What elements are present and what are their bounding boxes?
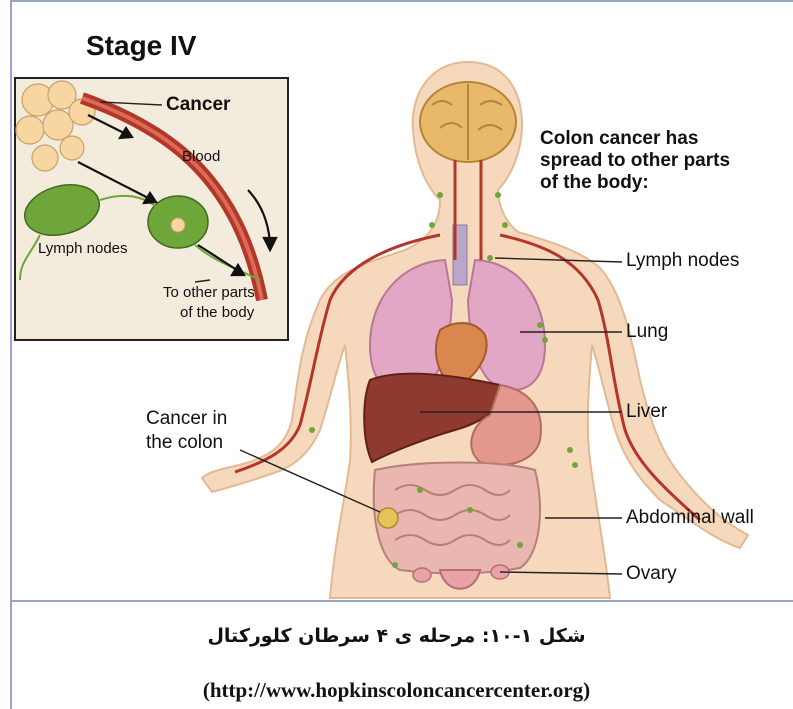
- stage-title: Stage IV: [86, 30, 196, 62]
- figure-caption-source: (http://www.hopkinscoloncancercenter.org…: [0, 678, 793, 703]
- label-abdominal-wall: Abdominal wall: [626, 507, 754, 529]
- label-lung: Lung: [626, 321, 668, 343]
- inset-blood-label: Blood: [182, 148, 220, 165]
- label-lymph-nodes: Lymph nodes: [626, 250, 739, 272]
- inset-lymph-nodes-label: Lymph nodes: [38, 240, 128, 257]
- label-the-colon: the colon: [146, 432, 223, 454]
- spread-headline: Colon cancer has spread to other parts o…: [540, 128, 790, 194]
- inset-cancer-label: Cancer: [166, 94, 230, 116]
- inset-to-other-parts-label: To other parts: [163, 284, 255, 301]
- label-cancer-in: Cancer in: [146, 408, 227, 430]
- figure-frame: [10, 0, 793, 709]
- caption-separator: [10, 600, 793, 602]
- label-liver: Liver: [626, 401, 667, 423]
- figure-caption-persian: شکل ۱-۱۰: مرحله ی ۴ سرطان کلورکتال: [0, 625, 793, 647]
- inset-of-the-body-label: of the body: [180, 304, 254, 321]
- label-ovary: Ovary: [626, 563, 677, 585]
